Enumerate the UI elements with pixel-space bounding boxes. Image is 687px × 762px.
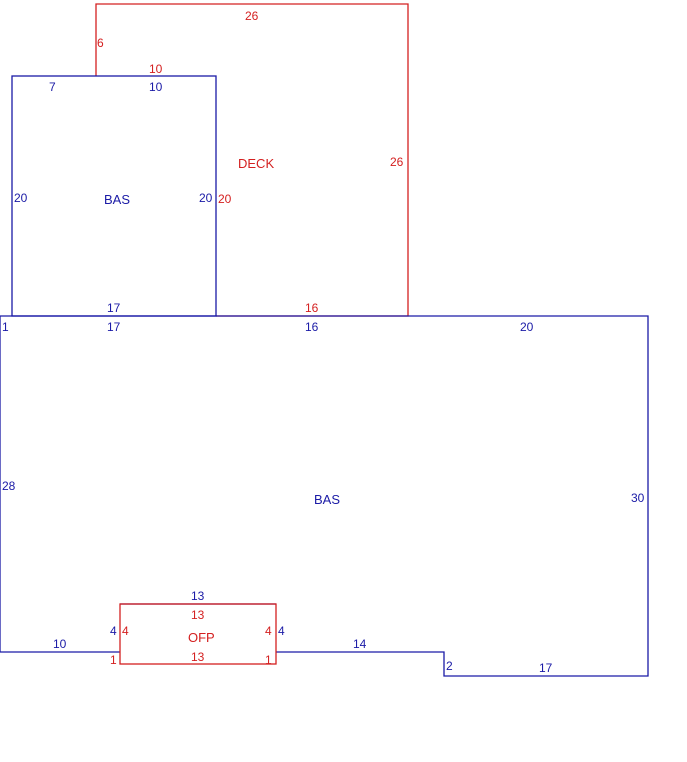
- bas-main-dim-step: 2: [446, 659, 453, 673]
- deck-dim-inner-left: 20: [218, 192, 232, 206]
- ofp-dim-right-jog: 1: [265, 653, 272, 667]
- bas-main-dim-top-left-jog: 1: [2, 320, 9, 334]
- bas-main-dim-top-a: 17: [107, 320, 121, 334]
- deck-dim-right: 26: [390, 155, 404, 169]
- bas-upper-dim-top-left: 7: [49, 80, 56, 94]
- bas-main-dim-porch-top: 13: [191, 589, 205, 603]
- bas-main-dim-bottom-right: 17: [539, 661, 553, 675]
- bas-main-dim-top-b: 16: [305, 320, 319, 334]
- ofp-dim-left-jog: 1: [110, 653, 117, 667]
- ofp-dim-top: 13: [191, 608, 205, 622]
- deck-dim-bottom: 16: [305, 301, 319, 315]
- deck-dim-left-upper: 6: [97, 36, 104, 50]
- ofp-outline: [119, 603, 277, 665]
- ofp-dim-left: 4: [122, 624, 129, 638]
- deck-dim-top: 26: [245, 9, 259, 23]
- bas-upper-dim-right: 20: [199, 191, 213, 205]
- bas-upper-dim-left: 20: [14, 191, 28, 205]
- bas-main-dim-right: 30: [631, 491, 645, 505]
- bas-main-dim-porch-left: 4: [110, 624, 117, 638]
- bas-upper-dim-top-right: 10: [149, 80, 163, 94]
- bas-main-dim-porch-right: 4: [278, 624, 285, 638]
- bas-main-dim-bottom-mid: 14: [353, 637, 367, 651]
- bas-upper-area-label: BAS: [104, 192, 130, 207]
- bas-main-dim-bottom-left: 10: [53, 637, 67, 651]
- bas-main-outline-left: [0, 316, 120, 653]
- ofp-dim-right: 4: [265, 624, 272, 638]
- deck-dim-left-lower: 10: [149, 62, 163, 76]
- bas-main-dim-top-c: 20: [520, 320, 534, 334]
- deck-area-label: DECK: [238, 156, 274, 171]
- bas-main-dim-left: 28: [2, 479, 16, 493]
- bas-main-area-label: BAS: [314, 492, 340, 507]
- bas-main-outline: [0, 315, 649, 677]
- ofp-area-label: OFP: [188, 630, 215, 645]
- bas-upper-dim-bottom: 17: [107, 301, 121, 315]
- ofp-dim-bottom: 13: [191, 650, 205, 664]
